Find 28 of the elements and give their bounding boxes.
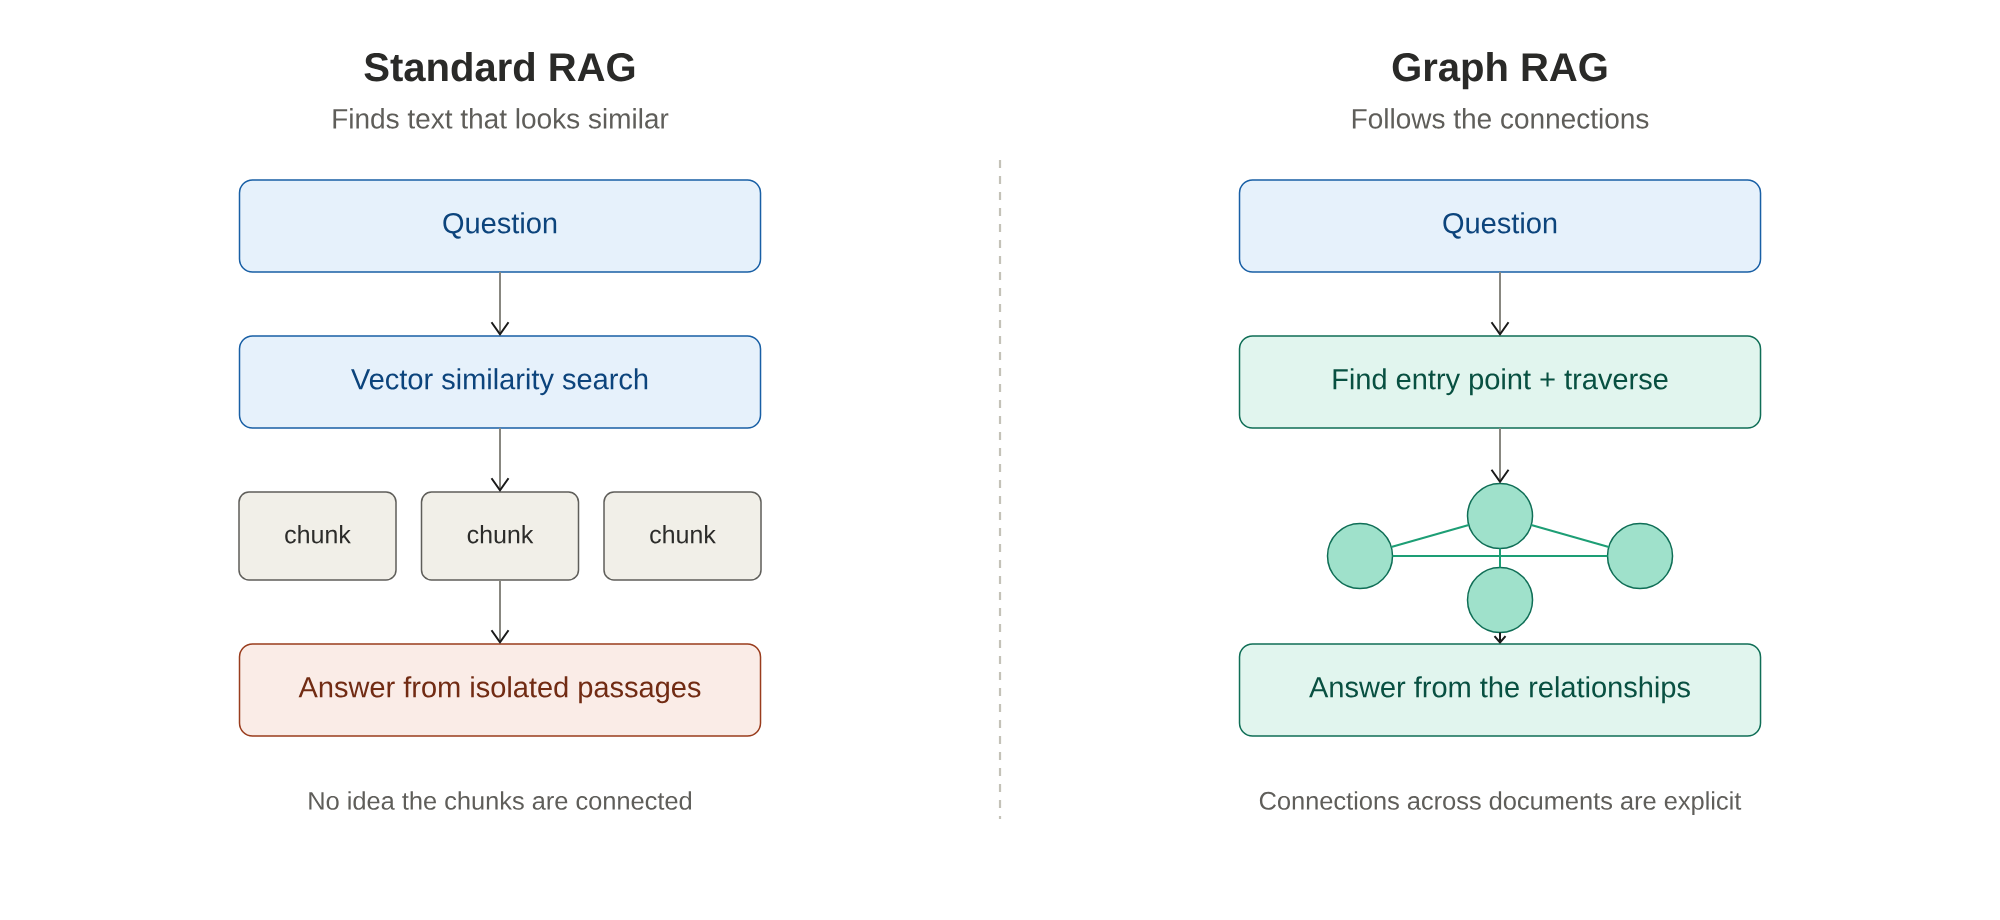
graph-node-circle: [1466, 482, 1534, 550]
panel-title: Graph RAG: [1392, 52, 1607, 90]
panel-subtitle: Follows the connections: [1352, 108, 1649, 129]
link-line: [1390, 523, 1470, 549]
arrow: [1490, 427, 1510, 484]
process-box: Find entry point + traverse: [1238, 335, 1762, 429]
link-line: [1499, 547, 1501, 569]
process-box: Question: [238, 179, 762, 273]
chunk-box: chunk: [420, 491, 580, 581]
result-box: Answer from the relationships: [1238, 643, 1762, 737]
footnote-text: Connections across documents are explicit: [1259, 791, 1742, 815]
arrow: [1490, 271, 1510, 336]
graph-node-circle: [1606, 522, 1674, 590]
graph-node-circle: [1326, 522, 1394, 590]
process-box: Vector similarity search: [238, 335, 762, 429]
panel-title: Standard RAG: [364, 52, 635, 82]
chunk-box: chunk: [238, 491, 397, 581]
process-box: Question: [1238, 179, 1762, 273]
graph-node-circle: [1466, 566, 1534, 634]
arrow: [490, 271, 510, 336]
arrow: [490, 579, 510, 644]
footnote-text: No idea the chunks are connected: [309, 791, 692, 810]
result-box: Answer from isolated passages: [238, 643, 762, 737]
chunk-box: chunk: [603, 491, 762, 581]
panel-subtitle: Finds text that looks similar: [333, 108, 669, 129]
link-line: [1391, 555, 1609, 557]
link-line: [1530, 523, 1610, 549]
arrow: [490, 427, 510, 492]
